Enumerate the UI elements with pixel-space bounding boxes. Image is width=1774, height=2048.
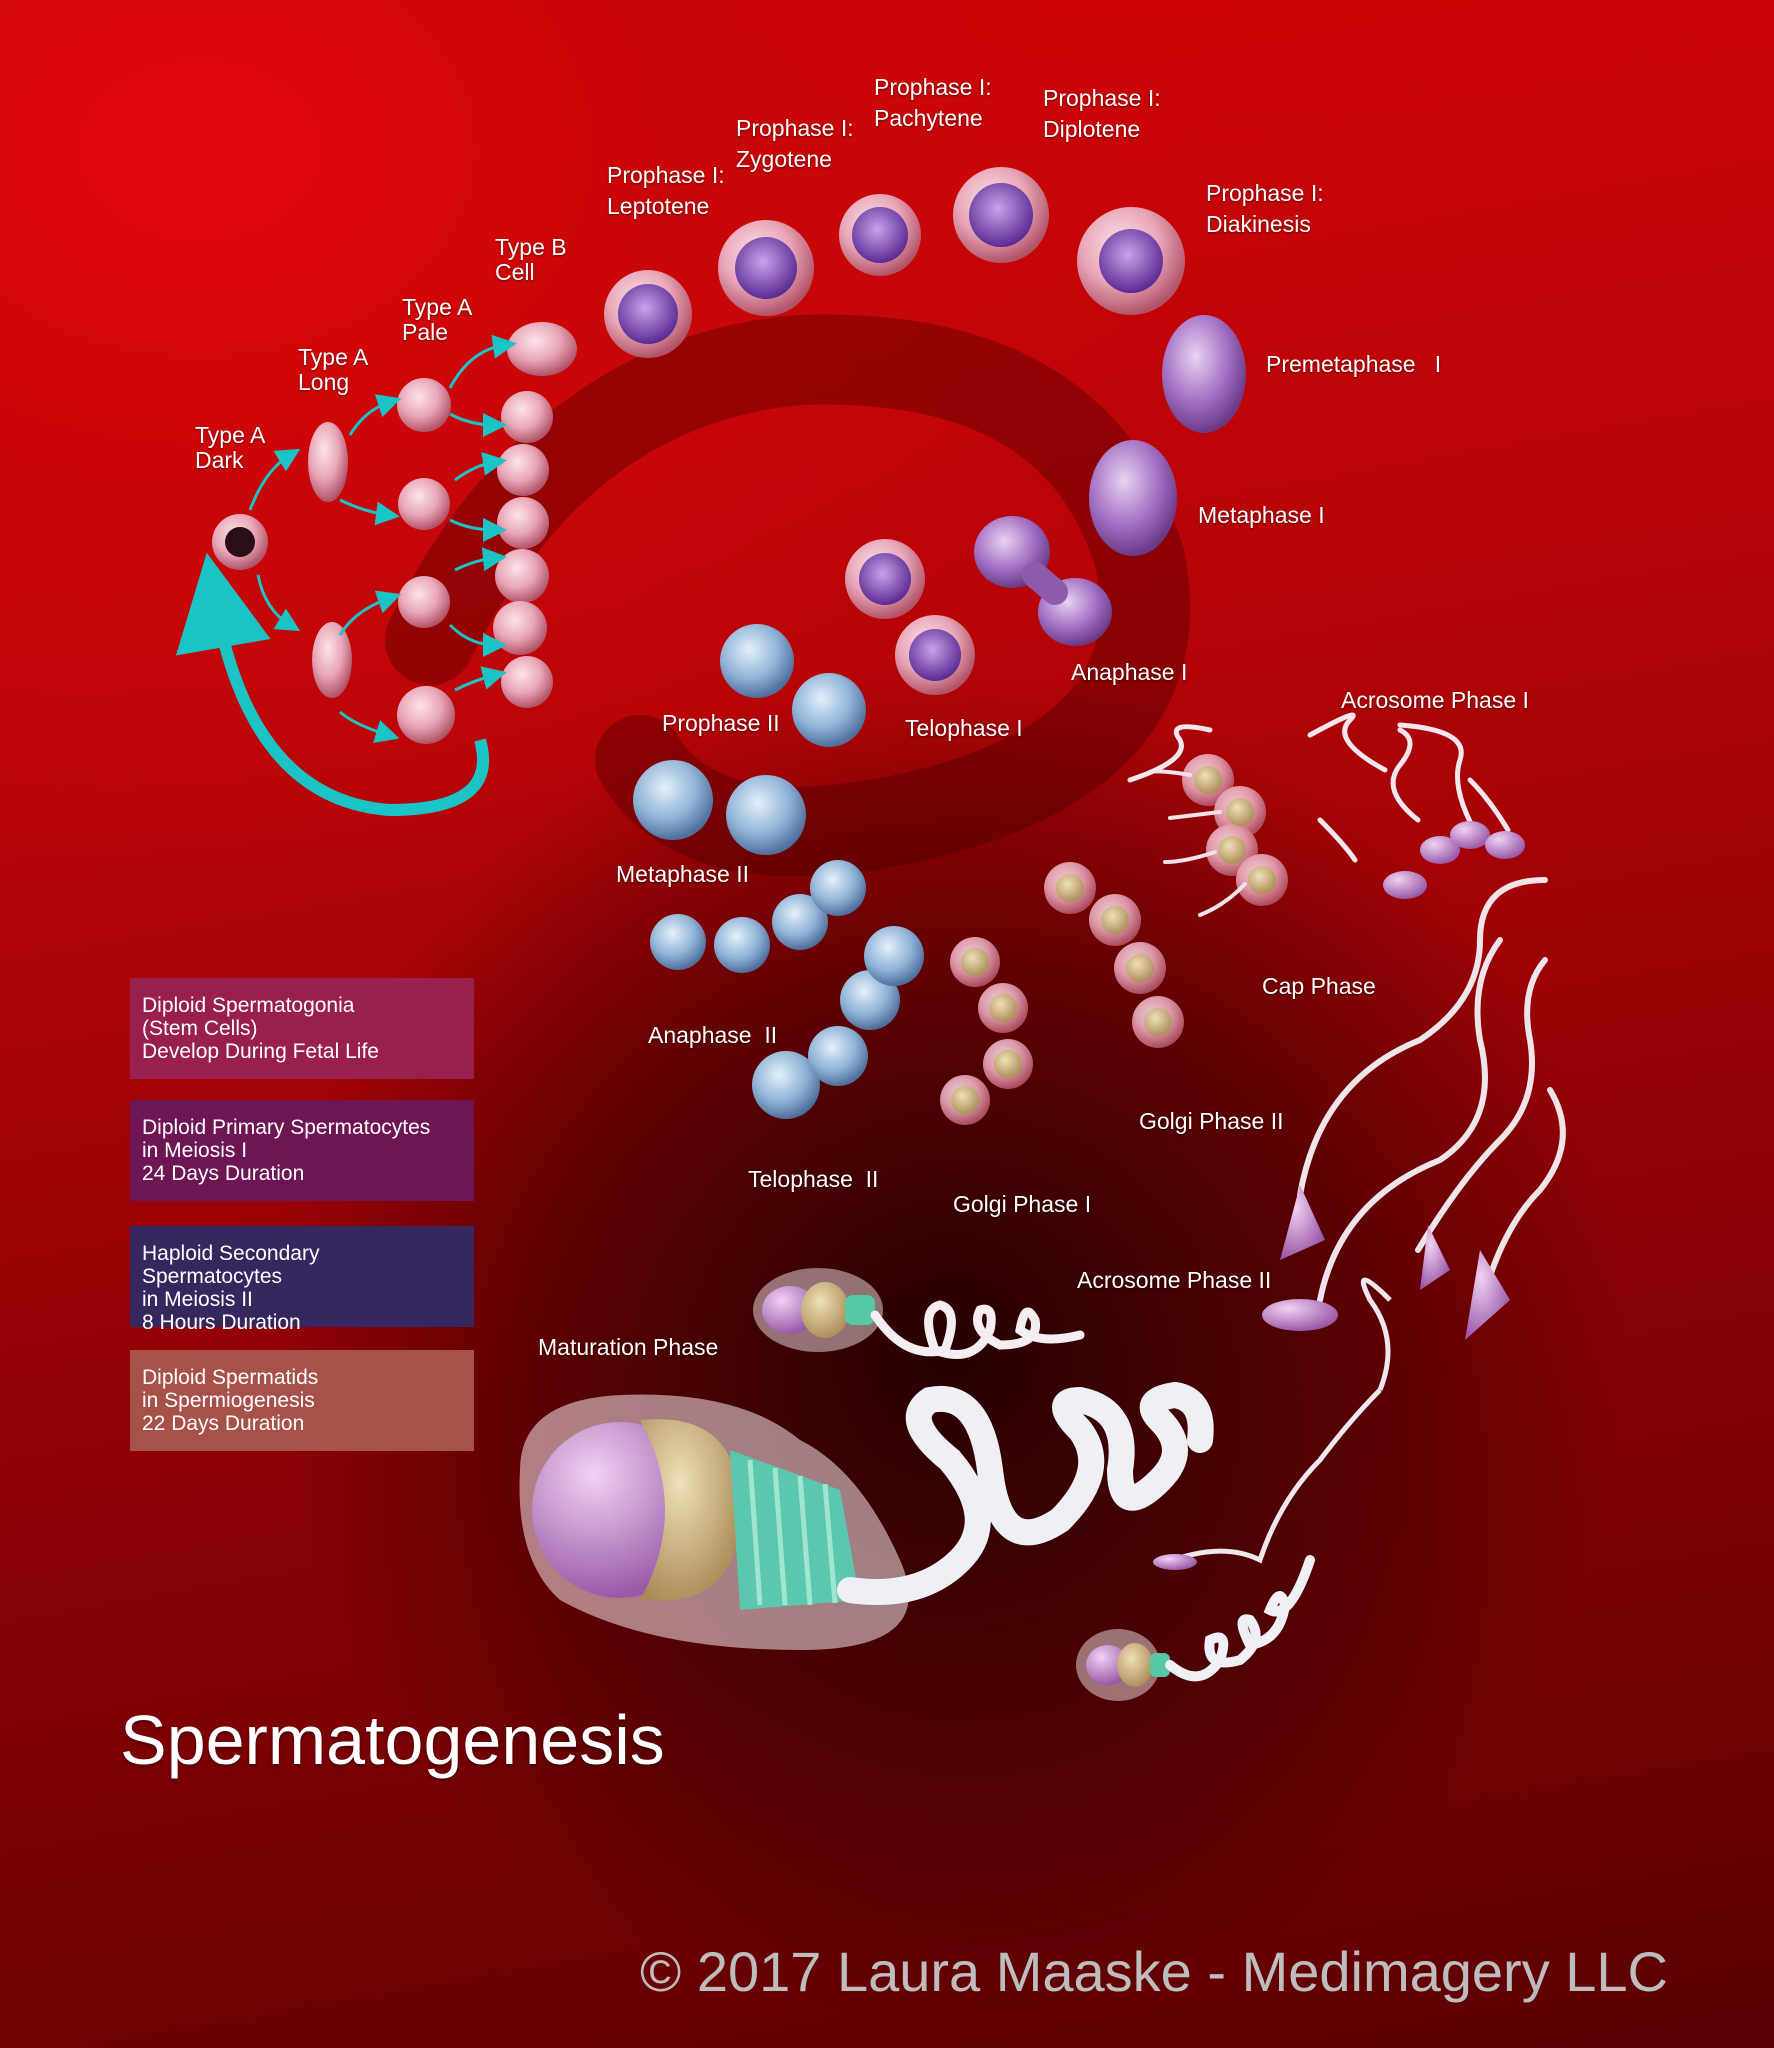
return-arrow <box>176 552 490 817</box>
label-metaphase-i: Metaphase I <box>1198 502 1325 528</box>
maturation-sperm-large <box>519 1381 1214 1650</box>
cell-type-a-pale-2 <box>398 478 450 530</box>
label-acrosome-phase-ii: Acrosome Phase II <box>1077 1267 1272 1293</box>
copyright-notice: © 2017 Laura Maaske - Medimagery LLC <box>640 1940 1668 2003</box>
label-golgi-phase-i: Golgi Phase I <box>953 1191 1092 1217</box>
diagram-title: Spermatogenesis <box>120 1701 665 1779</box>
cell-metaphase-ii-b <box>726 775 806 855</box>
label-golgi-phase-ii: Golgi Phase II <box>1139 1108 1284 1134</box>
meiosis-ii-cells <box>633 624 924 1119</box>
cell-metaphase-i <box>1089 440 1177 556</box>
cell-type-a-pale-1 <box>397 378 451 432</box>
golgi-cap-spermatids <box>940 754 1288 1125</box>
cell-telophase-ii-a <box>752 1051 820 1119</box>
label-premetaphase: Premetaphase I <box>1266 351 1442 377</box>
acrosome-phase-ii-spermatids <box>1297 877 1566 1313</box>
cell-metaphase-ii-a <box>633 760 713 840</box>
maturation-sperm-small <box>753 1268 1085 1359</box>
label-zygotene: Prophase I:Zygotene <box>736 115 854 172</box>
legend-spermatogonia: Diploid Spermatogonia(Stem Cells)Develop… <box>130 978 474 1079</box>
label-cap-phase: Cap Phase <box>1262 973 1376 999</box>
label-telophase-i: Telophase I <box>905 715 1023 741</box>
prophase-i-cells <box>604 167 1246 556</box>
cell-type-a-pale-3 <box>398 576 450 628</box>
cell-premetaphase <box>1162 315 1246 433</box>
label-acrosome-phase-i: Acrosome Phase I <box>1341 687 1529 713</box>
label-maturation-phase: Maturation Phase <box>538 1334 719 1360</box>
cell-type-b <box>507 322 577 376</box>
cell-prophase-ii-b <box>792 673 866 747</box>
label-diplotene: Prophase I:Diplotene <box>1043 85 1161 142</box>
label-prophase-ii: Prophase II <box>662 710 780 736</box>
acrosome-phase-ii-heads <box>1262 1185 1510 1340</box>
cell-prophase-ii-a <box>720 624 794 698</box>
acrosome-phase-i-heads <box>1383 821 1525 899</box>
label-leptotene: Prophase I:Leptotene <box>607 162 725 219</box>
label-pachytene: Prophase I:Pachytene <box>874 74 992 131</box>
label-anaphase-i: Anaphase I <box>1071 659 1188 685</box>
acrosome-phase-i-spermatids <box>1127 712 1511 863</box>
cell-type-a-long-1 <box>308 422 348 502</box>
label-metaphase-ii: Metaphase II <box>616 861 749 887</box>
label-anaphase-ii: Anaphase II <box>648 1022 778 1048</box>
cell-type-a-pale-4 <box>397 686 455 744</box>
cell-type-a-long-2 <box>312 622 352 698</box>
label-telophase-ii: Telophase II <box>748 1166 879 1192</box>
anaphase-telophase-i-cells <box>845 516 1112 695</box>
mature-sperm-bottom <box>1076 1277 1392 1701</box>
spermatogonia-cells <box>176 322 577 817</box>
label-diakinesis: Prophase I:Diakinesis <box>1206 180 1324 237</box>
